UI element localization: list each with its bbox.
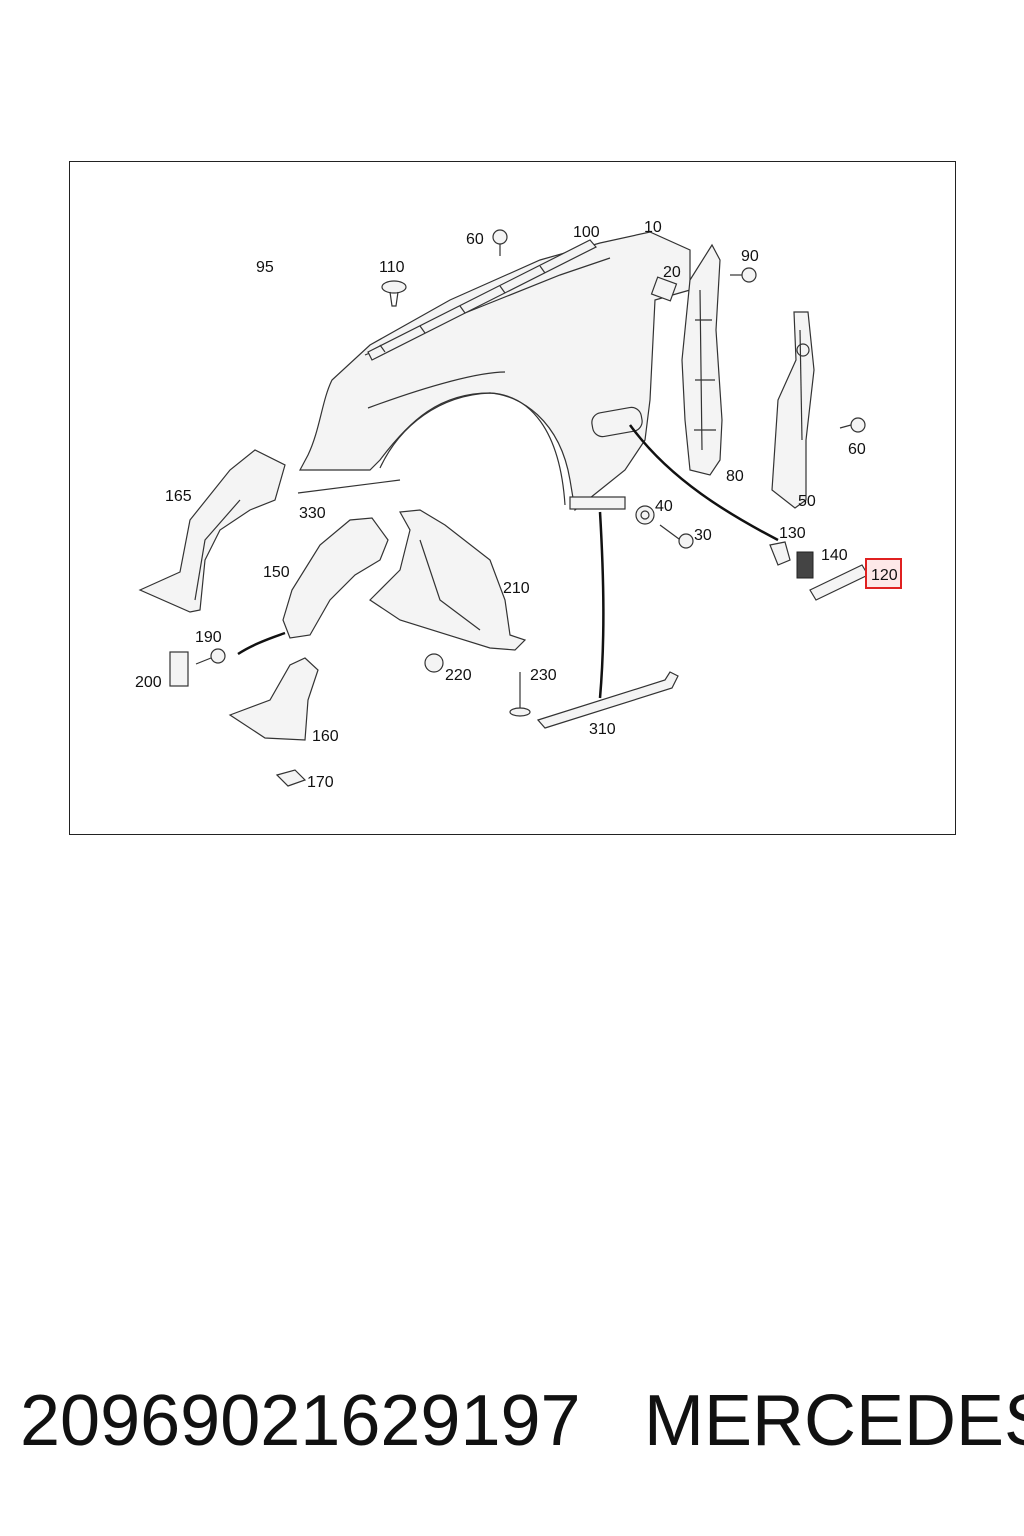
clip-110 [381, 280, 407, 307]
screw-190 [195, 648, 226, 665]
label-95: 95 [256, 259, 274, 276]
label-60b: 60 [848, 441, 866, 458]
label-50: 50 [798, 493, 816, 510]
arrow-130-to-fender [628, 424, 779, 542]
clip-140 [796, 551, 814, 579]
label-40: 40 [655, 498, 673, 515]
grommet-130 [769, 541, 791, 566]
brand-name: MERCEDES [644, 1381, 1024, 1461]
screw-90 [730, 267, 757, 283]
caption-bar: 20969021629197 MERCEDES [20, 1380, 1024, 1470]
liner-210-part [369, 509, 527, 651]
highlight-box [865, 558, 902, 589]
label-190: 190 [195, 629, 222, 646]
liner-160-part [228, 657, 319, 741]
arrow-190-to-150 [237, 631, 286, 656]
label-140: 140 [821, 547, 848, 564]
highlight-part-120[interactable]: 120 [865, 558, 902, 589]
plate-part [650, 276, 678, 302]
label-60a: 60 [466, 231, 484, 248]
clip-220 [424, 653, 444, 673]
label-160: 160 [312, 728, 339, 745]
label-20: 20 [663, 264, 681, 281]
screw-60-right [839, 417, 866, 433]
clip-170 [275, 769, 307, 787]
label-220: 220 [445, 667, 472, 684]
bracket-part [681, 243, 723, 476]
label-310: 310 [589, 721, 616, 738]
label-165: 165 [165, 488, 192, 505]
label-110: 110 [379, 259, 405, 276]
label-120: 120 [871, 567, 898, 584]
arrow-310-to-fender [598, 511, 605, 699]
part-number: 20969021629197 [20, 1381, 581, 1461]
panel-part [771, 311, 815, 509]
clip-200 [169, 651, 189, 687]
label-330: 330 [299, 505, 326, 522]
label-90: 90 [741, 248, 759, 265]
label-80: 80 [726, 468, 744, 485]
label-150: 150 [263, 564, 290, 581]
liner-165-part [138, 449, 286, 613]
screw-30 [659, 524, 694, 549]
label-30: 30 [694, 527, 712, 544]
strip-310 [536, 671, 679, 729]
screw-60-top [492, 229, 508, 256]
label-200: 200 [135, 674, 162, 691]
label-10: 10 [644, 219, 662, 236]
label-230: 230 [530, 667, 557, 684]
label-210: 210 [503, 580, 530, 597]
trim-strip-part [367, 239, 597, 361]
screw-230 [509, 672, 531, 717]
label-130: 130 [779, 525, 806, 542]
nut-40 [635, 505, 655, 525]
seal-120 [809, 564, 869, 601]
label-170: 170 [307, 774, 334, 791]
strip-330 [297, 479, 401, 494]
liner-150-part [282, 517, 389, 639]
fender-part [299, 231, 691, 512]
label-100: 100 [573, 224, 600, 241]
